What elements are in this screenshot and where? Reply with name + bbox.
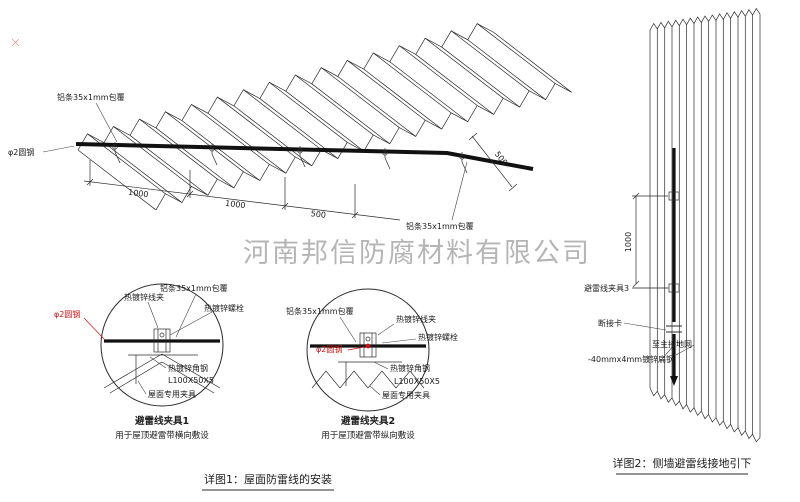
detail-2-label-bolt: 热镀锌螺栓: [418, 332, 458, 342]
detail-1-label-bolt: 热镀锌螺栓: [204, 303, 244, 313]
roof-dim-1000-b: 1000: [225, 199, 246, 210]
roof-corrugated-sheet: [77, 23, 572, 211]
leader-strip-top: [95, 102, 118, 143]
detail-1-label-strip: 铝条35x1mm包覆: [160, 283, 228, 293]
detail-1-roof-profile: [103, 353, 221, 389]
leader-flat-steel: [661, 343, 676, 360]
detail-2-label-fixture: 屋面专用夹具: [382, 390, 430, 400]
roof-dim-500-a: 500: [310, 209, 326, 220]
leader-strip-bottom: [451, 161, 468, 221]
wall-bottom-edge: [649, 387, 761, 443]
detail-1-clamp: [153, 328, 171, 353]
caption-detail-1: 详图1：屋面防雷线的安装: [204, 472, 332, 486]
detail-1-label-angle-size: L100X50X5: [168, 376, 214, 385]
wall-label-disconnect: 断接卡: [598, 318, 622, 328]
detail-1-label-angle: 热镀锌角钢: [168, 363, 208, 373]
wall-label-ground: 至主接地网: [652, 339, 692, 349]
corner-stray-mark: [11, 38, 20, 47]
roof-dimension-lines: [83, 132, 518, 221]
roof-top-edge: [77, 23, 494, 151]
wall-dim-1000: 1000: [624, 232, 633, 252]
detail-view-2: 铝条35x1mm包覆 热镀锌线夹 热镀锌螺栓 φ2圆钢 热镀锌角钢 L100X5…: [286, 288, 458, 441]
detail-1-subtitle: 用于屋顶避雷带横向敷设: [115, 430, 209, 441]
detail-2-label-angle: 热镀锌角钢: [390, 363, 430, 373]
wall-top-edge: [649, 7, 761, 31]
detail-1-label-rod: φ2圆钢: [54, 309, 80, 319]
detail-view-1: 热镀锌线夹 铝条35x1mm包覆 热镀锌螺栓 φ2圆钢 热镀锌角钢 L100X5…: [54, 283, 244, 441]
detail-2-label-clamp: 热镀锌线夹: [396, 314, 436, 324]
detail-2-circle: [306, 288, 430, 412]
detail-2-subtitle: 用于屋顶避雷带纵向敷设: [321, 430, 415, 441]
detail-2-label-strip: 铝条35x1mm包覆: [286, 306, 354, 316]
detail-2-title: 避雷线夹具2: [341, 415, 395, 427]
leader-ground: [675, 344, 695, 356]
detail-1-circle: [100, 283, 224, 407]
leader-round-steel: [42, 145, 75, 153]
detail-2-clamp: [359, 332, 377, 358]
wall-corrugated-panel: [649, 14, 761, 438]
caption-detail-2: 详图2：侧墙避雷线接地引下: [613, 456, 752, 470]
label-aluminum-strip-bottom: 铝条35x1mm包覆: [406, 221, 474, 231]
watermark-text: 河南邦信防腐材料有限公司: [243, 238, 591, 269]
detail-1-label-fixture: 屋面专用夹具: [148, 389, 196, 399]
label-round-steel: φ2圆钢: [8, 147, 34, 157]
roof-ridge-lines: [77, 23, 572, 211]
wire-clamps: [112, 142, 468, 174]
detail-1-label-clamp: 热镀锌线夹: [124, 292, 164, 302]
detail-1-bolt: [159, 332, 165, 338]
wall-label-flat-steel: -40mmx4mm镀锌扁钢: [588, 354, 674, 364]
detail-2-label-angle-size: L100X50X5: [394, 377, 440, 386]
detail-2-label-rod: φ2圆钢: [316, 344, 342, 354]
leader-disconnect: [623, 322, 667, 331]
detail-1-title: 避雷线夹具1: [135, 415, 189, 427]
label-aluminum-strip-top: 铝条35x1mm包覆: [57, 92, 125, 102]
roof-dim-1000-a: 1000: [128, 188, 149, 199]
lightning-wire: [75, 142, 534, 171]
detail-2-roof-profile: [311, 370, 425, 389]
wall-label-clamp3: 避雷线夹具3: [584, 283, 629, 293]
detail-2-rod-section: [365, 343, 371, 349]
wall-clamp-upper: [668, 191, 680, 201]
detail-2-bolt: [365, 336, 371, 342]
ground-arrow: [670, 376, 678, 386]
